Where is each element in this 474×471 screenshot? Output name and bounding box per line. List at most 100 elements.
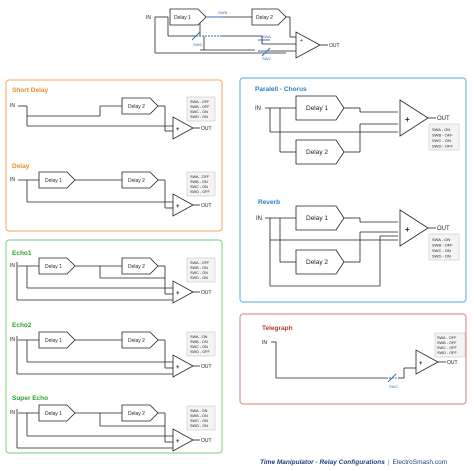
super-echo-in: IN (10, 410, 15, 416)
echo2-title: Echo2 (12, 322, 32, 329)
echo1-plus: + (176, 291, 180, 297)
svg-text:SWB - OFF: SWB - OFF (432, 243, 453, 248)
svg-text:SWD - OFF: SWD - OFF (432, 144, 453, 149)
parallel-chorus-states: SWA - ON SWB - OFF SWC - ON SWD - OFF (432, 127, 453, 149)
parallel-chorus-delay1: Delay 1 (306, 105, 328, 112)
reverb-plus: + (405, 225, 410, 234)
telegraph-plus: + (419, 361, 423, 367)
svg-text:SWB - ON: SWB - ON (190, 414, 208, 418)
echo2-out: OUT (201, 364, 212, 370)
svg-text:SWD - OFF: SWD - OFF (190, 190, 211, 194)
super-echo-delay1: Delay 1 (45, 411, 62, 417)
short-delay-out: OUT (201, 126, 212, 132)
echo2-delay1: Delay 1 (45, 338, 62, 344)
svg-text:SWA - OFF: SWA - OFF (190, 261, 210, 265)
svg-text:SWC - ON: SWC - ON (190, 110, 208, 114)
echo2-in: IN (10, 337, 15, 343)
top-master-diagram (154, 8, 328, 59)
delay-title: Delay (12, 163, 30, 170)
echo1-circuit (16, 257, 216, 304)
top-swd-label: SWD (193, 42, 202, 47)
super-echo-title: Super Echo (12, 395, 48, 402)
telegraph-switch (386, 373, 398, 383)
delay-delay1: Delay 1 (45, 178, 62, 184)
svg-text:SWB - OFF: SWB - OFF (437, 341, 457, 345)
svg-text:SWD - ON: SWD - ON (190, 115, 208, 119)
echo1-states: SWA - OFF SWB - ON SWC - ON SWD - ON (190, 261, 210, 280)
delay-circuit (18, 171, 216, 217)
parallel-chorus-in: IN (255, 106, 261, 112)
super-echo-out: OUT (201, 438, 212, 444)
telegraph-out: OUT (447, 360, 458, 366)
svg-text:SWC - OFF: SWC - OFF (437, 346, 458, 350)
frame-blue (239, 77, 467, 303)
super-echo-plus: + (176, 439, 180, 445)
top-swc-label: SWC (262, 56, 271, 61)
super-echo-states: SWA - ON SWB - ON SWC - ON SWD - ON (190, 409, 208, 428)
reverb-circuit (265, 205, 460, 287)
reverb-delay2: Delay 2 (306, 259, 328, 266)
short-delay-in: IN (10, 103, 15, 109)
frame-green (5, 239, 223, 454)
svg-text:SWC - ON: SWC - ON (432, 138, 451, 143)
svg-text:SWB - OFF: SWB - OFF (432, 133, 453, 138)
echo1-out: OUT (201, 290, 212, 296)
frame-orange (5, 79, 223, 232)
telegraph-title: Telegraph (262, 325, 293, 332)
telegraph-in: IN (262, 340, 267, 346)
parallel-chorus-out: OUT (437, 116, 450, 122)
echo2-delay2: Delay 2 (128, 338, 145, 344)
svg-text:SWB - ON: SWB - ON (190, 340, 208, 344)
svg-text:SWC - ON: SWC - ON (190, 185, 208, 189)
short-delay-states: SWA - OFF SWB - OFF SWC - ON SWD - ON (190, 100, 210, 119)
svg-text:SWC - ON: SWC - ON (432, 248, 451, 253)
top-delay2-label: Delay 2 (256, 15, 273, 21)
short-delay-plus: + (176, 127, 180, 133)
svg-text:SWA - OFF: SWA - OFF (437, 336, 457, 340)
parallel-chorus-delay2: Delay 2 (306, 149, 328, 156)
delay-out: OUT (201, 203, 212, 209)
svg-text:SWB - ON: SWB - ON (190, 180, 208, 184)
svg-text:SWA - ON: SWA - ON (190, 409, 208, 413)
short-delay-delay2: Delay 2 (128, 104, 145, 110)
reverb-states: SWA - ON SWB - OFF SWC - ON SWD - ON (432, 237, 453, 259)
svg-text:SWD - ON: SWD - ON (190, 424, 208, 428)
parallel-chorus-plus: + (405, 115, 410, 124)
delay-in: IN (10, 177, 15, 183)
top-out-label: OUT (329, 43, 340, 49)
echo2-plus: + (176, 365, 180, 371)
top-switch-markers (191, 16, 271, 57)
footer-separator: | (387, 459, 390, 466)
echo1-in: IN (10, 263, 15, 269)
telegraph-circuit (271, 332, 466, 379)
telegraph-swc-label: SWC (389, 384, 398, 389)
telegraph-states: SWA - OFF SWB - OFF SWC - OFF SWD - OFF (437, 336, 458, 355)
super-echo-delay2: Delay 2 (128, 411, 145, 417)
svg-text:SWA - ON: SWA - ON (432, 237, 450, 242)
footer-title: Time Manipulator - Relay Configurations (260, 459, 385, 466)
svg-text:SWB - ON: SWB - ON (190, 266, 208, 270)
echo1-delay2: Delay 2 (128, 264, 145, 270)
top-in-label: IN (146, 15, 151, 21)
echo2-circuit (16, 331, 216, 378)
footer: Time Manipulator - Relay Configurations|… (260, 459, 447, 466)
top-plus-label: + (300, 38, 303, 44)
svg-text:SWA - ON: SWA - ON (432, 127, 450, 132)
delay-delay2: Delay 2 (128, 178, 145, 184)
parallel-chorus-title: Paralell - Chorus (255, 86, 307, 93)
svg-text:SWB - OFF: SWB - OFF (190, 105, 210, 109)
svg-text:SWA - ON: SWA - ON (190, 335, 208, 339)
top-swb-label: SWB (218, 10, 227, 15)
echo1-delay1: Delay 1 (45, 264, 62, 270)
reverb-title: Reverb (258, 199, 280, 206)
svg-text:SWA - OFF: SWA - OFF (190, 175, 210, 179)
footer-brand: ElectroSmash.com (392, 459, 448, 466)
delay-plus: + (176, 204, 180, 210)
delay-states: SWA - OFF SWB - ON SWC - ON SWD - OFF (190, 175, 211, 194)
reverb-out: OUT (437, 226, 450, 232)
svg-text:SWC - ON: SWC - ON (190, 271, 208, 275)
top-swa-label: SWA (262, 34, 271, 39)
short-delay-circuit (18, 96, 216, 140)
top-text: IN Delay 1 Delay 2 OUT + SWB SWD SWA SWC (146, 10, 340, 61)
top-delay1-label: Delay 1 (174, 15, 191, 21)
